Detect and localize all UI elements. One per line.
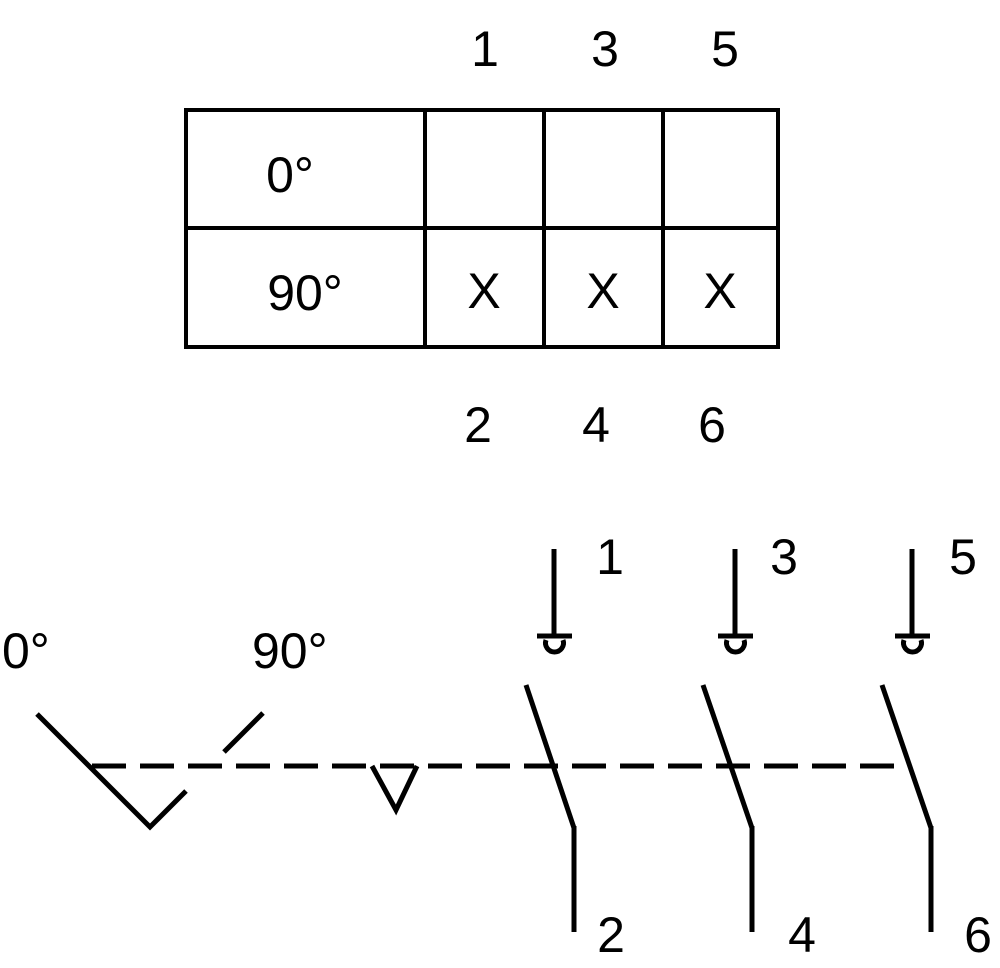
table-cell-90deg-1: X [467,263,500,319]
switching-table: 1 3 5 0° 90° X X X 2 4 6 [184,21,780,453]
pole-5-contact-blade [879,684,934,829]
pole-top-terminal-3: 3 [770,529,798,585]
pole-5-6: 5 6 [879,529,992,963]
table-cell-90deg-3: X [586,263,619,319]
table-top-terminal-1: 1 [471,21,499,77]
detent-notch [369,764,420,816]
table-row-label-0deg: 0° [266,147,314,203]
table-bottom-terminal-2: 2 [464,397,492,453]
table-grid [184,108,780,349]
pole-bottom-terminal-2: 2 [597,907,625,963]
pole-bottom-terminal-6: 6 [964,907,992,963]
pole-top-terminal-1: 1 [596,529,624,585]
pole-5-terminal-loop [901,639,924,655]
schematic-position-label-90deg: 90° [252,623,328,679]
table-top-terminal-3: 3 [591,21,619,77]
table-top-terminal-5: 5 [711,21,739,77]
pole-3-4: 3 4 [700,529,816,963]
pole-3-terminal-loop [724,639,747,655]
pole-1-2: 1 2 [523,529,625,963]
table-cell-90deg-5: X [703,263,736,319]
pole-1-terminal-loop [543,639,566,655]
actuator-lever-90deg [222,711,265,754]
actuator-lever-0deg [35,712,188,831]
pole-bottom-terminal-4: 4 [788,907,816,963]
table-row-label-90deg: 90° [267,265,343,321]
switch-schematic: 0° 90° 1 2 3 4 [2,529,992,963]
pole-3-contact-blade [700,684,755,829]
schematic-position-label-0deg: 0° [2,623,50,679]
pole-top-terminal-5: 5 [949,529,977,585]
table-bottom-terminal-4: 4 [582,397,610,453]
table-bottom-terminal-6: 6 [698,397,726,453]
pole-1-contact-blade [523,684,577,829]
